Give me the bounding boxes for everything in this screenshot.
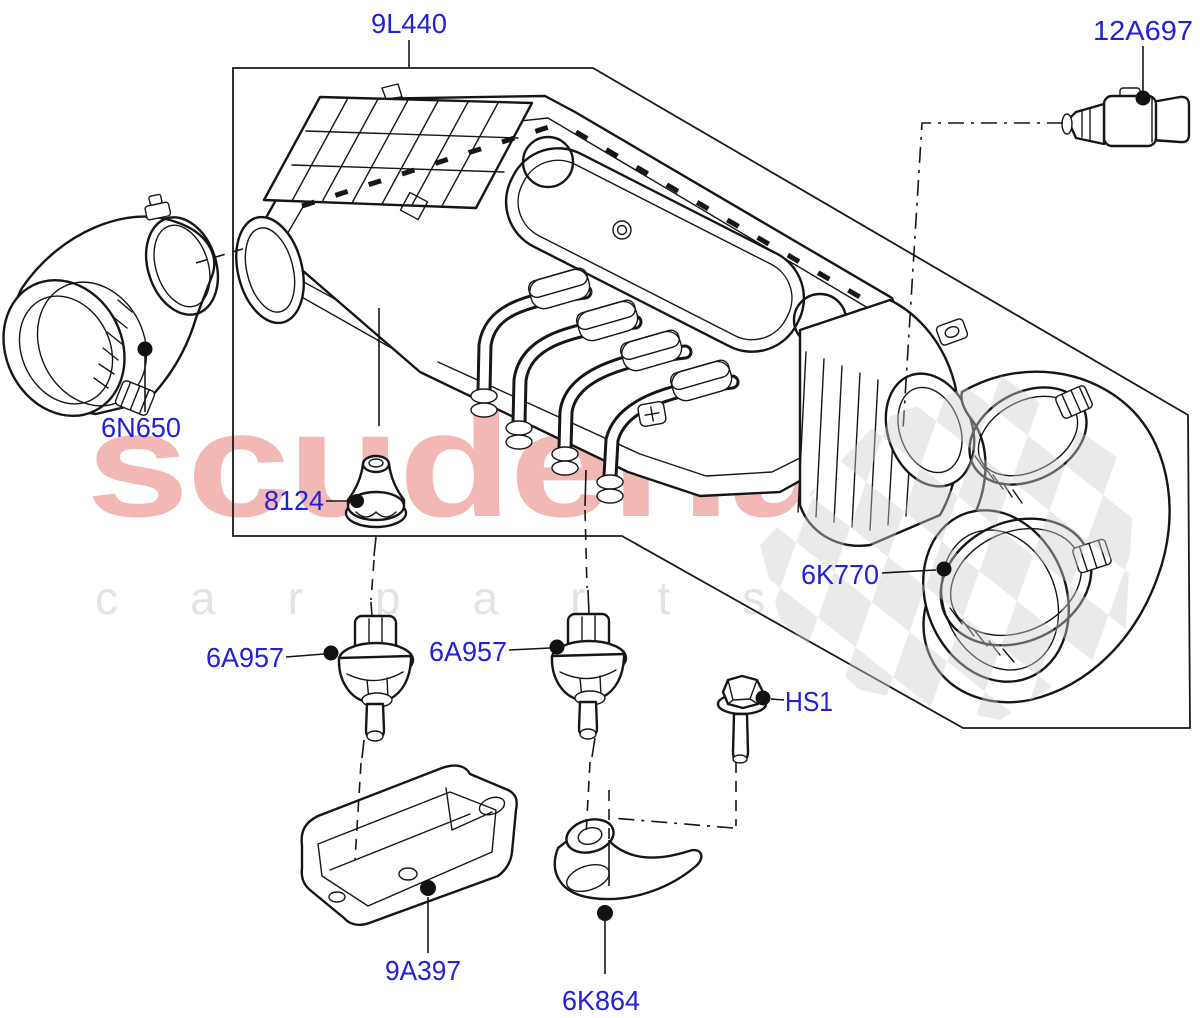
watermark-checker-flag (760, 375, 1135, 720)
label-9L440[interactable]: 9L440 (371, 8, 447, 67)
label-9A397[interactable]: 9A397 (385, 880, 461, 986)
watermark-subtext: carparts (95, 572, 837, 624)
assembly-boundary-box (232, 67, 1191, 729)
svg-text:6N650: 6N650 (101, 412, 181, 443)
svg-text:HS1: HS1 (785, 686, 833, 717)
body-screw (637, 401, 667, 427)
part-labels: 9L440 12A697 6N650 8124 6A957 6A957 (101, 8, 1193, 1016)
label-6K770[interactable]: 6K770 (801, 559, 952, 590)
tray-9a397-drawing (300, 764, 518, 926)
label-12A697[interactable]: 12A697 (1093, 15, 1193, 106)
label-6N650[interactable]: 6N650 (101, 341, 181, 444)
bolt-hs1-drawing (716, 674, 768, 764)
filter-grid (262, 83, 534, 210)
svg-text:8124: 8124 (264, 485, 324, 516)
svg-text:6K770: 6K770 (801, 559, 879, 590)
assembly-connectors (195, 122, 1063, 886)
inlet-snout (235, 215, 305, 325)
svg-text:12A697: 12A697 (1093, 15, 1193, 46)
label-HS1[interactable]: HS1 (755, 686, 834, 717)
svg-text:9L440: 9L440 (371, 8, 447, 39)
isolator-left-drawing (337, 614, 415, 743)
label-6A957-right[interactable]: 6A957 (429, 636, 565, 667)
label-6A957-left[interactable]: 6A957 (206, 642, 339, 673)
svg-text:6A957: 6A957 (206, 642, 284, 673)
svg-text:6K864: 6K864 (562, 985, 640, 1016)
isolator-right-drawing (550, 612, 628, 741)
lid-channel (504, 147, 806, 353)
svg-text:6A957: 6A957 (429, 636, 507, 667)
bracket-6k864-drawing (553, 818, 703, 901)
svg-text:9A397: 9A397 (385, 955, 461, 986)
sensor-drawing (1061, 87, 1191, 148)
clamp-screw (144, 193, 172, 221)
label-8124[interactable]: 8124 (264, 485, 364, 516)
hose-group (470, 267, 740, 504)
label-6K864[interactable]: 6K864 (562, 905, 640, 1016)
